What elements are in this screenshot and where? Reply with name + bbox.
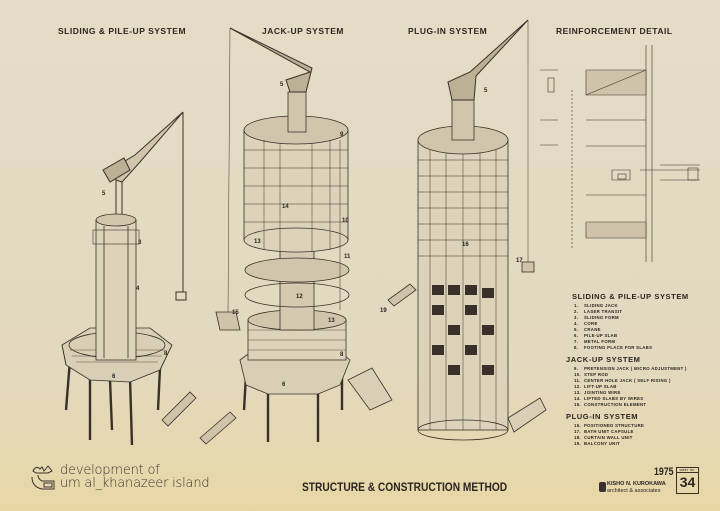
callout-12: 12 <box>296 294 303 300</box>
legend-item: 10.STEP ROD <box>574 372 609 377</box>
legend-item: 14.LIFTED SLABS BY WIRES <box>574 396 644 401</box>
callout-11: 11 <box>344 254 351 260</box>
callout-17: 17 <box>516 258 523 264</box>
project-logo: development of um al_khanazeer island <box>30 463 210 491</box>
callout-13b: 13 <box>328 318 335 324</box>
sheet-number: 34 <box>679 474 696 490</box>
legend-item: 2.LASER TRANSIT <box>574 309 623 314</box>
jackup-tower-drawing: 5 9 10 11 12 13 13 14 15 6 8 <box>199 27 393 445</box>
legend-list-plugin: 16.POSITIONED STRUCTURE 17.BATH UNIT CAP… <box>574 423 716 447</box>
callout-j6: 6 <box>282 382 286 388</box>
callout-j5: 5 <box>280 82 284 88</box>
callout-3: 3 <box>138 240 142 246</box>
year: 1975 <box>654 466 674 478</box>
sheet-number-box: SHEET NO. 34 <box>676 467 699 494</box>
legend-heading-jackup: JACK-UP SYSTEM <box>566 355 641 364</box>
legend-item: 8.FOOTING PLACE FOR SLABS <box>574 345 653 350</box>
callout-8: 8 <box>164 351 168 357</box>
legend-item: 1.SLIDING JACK <box>574 303 618 308</box>
legend-item: 18.CURTAIN WALL UNIT <box>574 435 633 440</box>
legend-item: 7.METAL FORM <box>574 339 616 344</box>
callout-9: 9 <box>340 132 344 138</box>
title-reinforcement-detail: REINFORCEMENT DETAIL <box>556 26 673 36</box>
legend-item: 12.LIFT-UP SLAB <box>574 384 617 389</box>
callout-16: 16 <box>462 242 469 248</box>
callout-15: 15 <box>232 310 239 316</box>
sheet-number-label: SHEET NO. <box>677 468 698 473</box>
legend-item: 19.BALCONY UNIT <box>574 441 620 446</box>
firm-name: KISHO N. KUROKAWA <box>607 481 666 487</box>
callout-6: 6 <box>112 374 116 380</box>
legend-list-sliding: 1.SLIDING JACK 2.LASER TRANSIT 3.SLIDING… <box>574 303 716 351</box>
legend: SLIDING & PILE-UP SYSTEM 1.SLIDING JACK … <box>566 288 716 447</box>
project-name-line2: um al_khanazeer island <box>60 476 210 491</box>
callout-p5: 5 <box>484 88 488 94</box>
legend-item: 4.CORE <box>574 321 598 326</box>
legend-item: 9.PRETENSION JACK ( MICRO ADJUSTMENT ) <box>574 366 687 371</box>
island-emblem-icon <box>31 465 55 490</box>
callout-j8: 8 <box>340 352 344 358</box>
callout-19: 19 <box>380 308 387 314</box>
callout-5: 5 <box>102 191 106 197</box>
legend-heading-sliding: SLIDING & PILE-UP SYSTEM <box>572 292 689 301</box>
callout-10: 10 <box>342 218 349 224</box>
plugin-tower-drawing: 5 16 17 19 <box>380 19 547 441</box>
legend-item: 17.BATH UNIT CAPSULE <box>574 429 634 434</box>
title-plugin-system: PLUG-IN SYSTEM <box>408 26 488 36</box>
sliding-tower-drawing: 5 3 4 6 8 <box>61 111 197 446</box>
reinforcement-detail-drawing <box>540 45 700 262</box>
legend-list-jackup: 9.PRETENSION JACK ( MICRO ADJUSTMENT ) 1… <box>574 366 716 408</box>
legend-item: 15.CONSTRUCTION ELEMENT <box>574 402 647 407</box>
callout-13: 13 <box>254 239 261 245</box>
firm-credit: KISHO N. KUROKAWA architect & associates <box>599 481 666 494</box>
title-sliding-system: SLIDING & PILE-UP SYSTEM <box>58 26 187 36</box>
callout-4: 4 <box>136 286 140 292</box>
project-name-line1: development of <box>60 463 160 478</box>
legend-item: 13.JOINTING WIRE <box>574 390 621 395</box>
firm-subtitle: architect & associates <box>607 487 661 494</box>
firm-logo-icon <box>599 482 606 492</box>
legend-item: 11.CENTER HOLE JACK ( SELF RISING ) <box>574 378 671 383</box>
sheet-title: STRUCTURE & CONSTRUCTION METHOD <box>302 480 508 494</box>
legend-item: 6.PILE-UP SLAB <box>574 333 618 338</box>
legend-heading-plugin: PLUG-IN SYSTEM <box>566 412 639 421</box>
callout-14: 14 <box>282 204 289 210</box>
legend-item: 5.CRANE <box>574 327 601 332</box>
title-jackup-system: JACK-UP SYSTEM <box>262 26 344 36</box>
legend-item: 16.POSITIONED STRUCTURE <box>574 423 645 428</box>
legend-item: 3.SLIDING FORM <box>574 315 619 320</box>
